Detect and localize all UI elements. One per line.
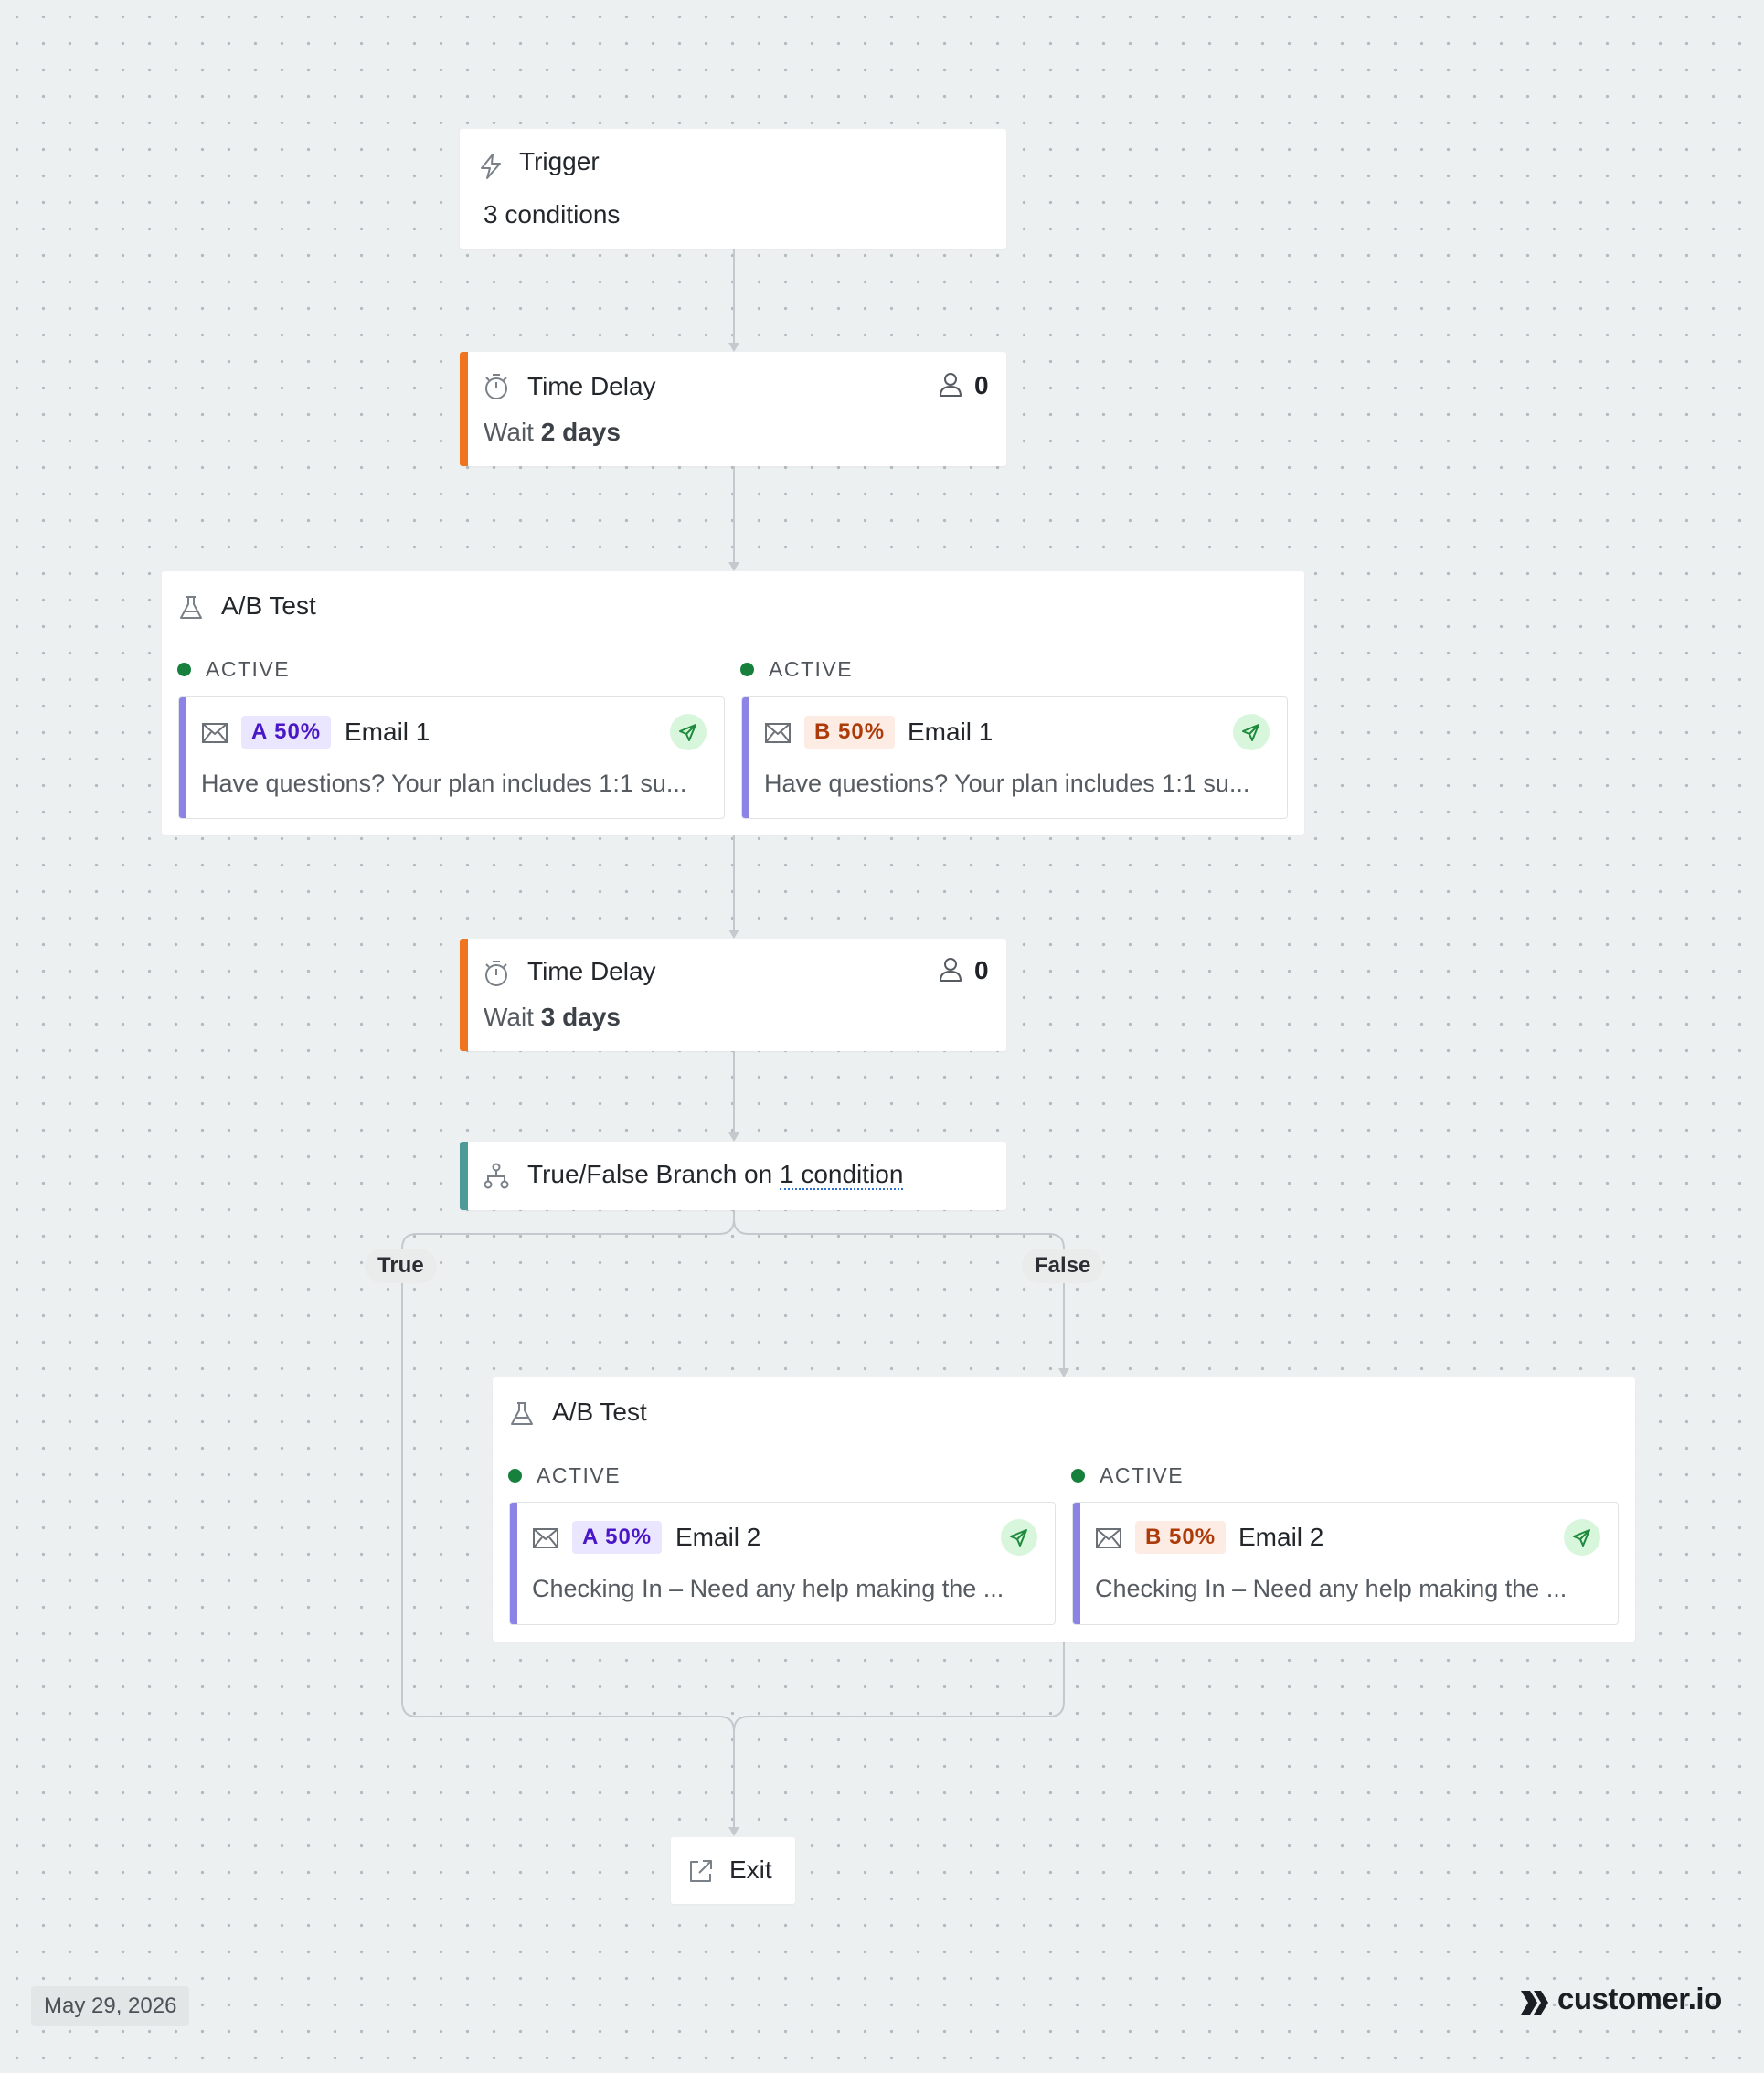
variant-badge-b: B 50% (1135, 1521, 1227, 1554)
time-delay-node[interactable]: Time Delay 0 Wait 3 days (460, 939, 1006, 1051)
person-icon (940, 958, 962, 982)
flask-icon (180, 596, 202, 619)
send-icon[interactable] (670, 714, 707, 750)
active-status-dot (508, 1469, 522, 1483)
variant-status: ACTIVE (206, 657, 291, 681)
variant-email-name: Email 1 (908, 718, 994, 746)
time-delay-title: Time Delay (527, 372, 656, 400)
customerio-logo-icon (1521, 1991, 1548, 2015)
variant-preview: Checking In – Need any help making the .… (1095, 1575, 1567, 1602)
wait-value: 3 days (540, 1003, 621, 1031)
active-status-dot (177, 663, 191, 676)
variant-preview: Checking In – Need any help making the .… (532, 1575, 1004, 1602)
ab-test-title: A/B Test (221, 591, 316, 620)
envelope-icon (202, 723, 228, 743)
variant-badge-b: B 50% (804, 716, 896, 749)
variant-card-b[interactable]: B 50% Email 1 Have questions? Your plan … (741, 696, 1288, 819)
envelope-icon (1096, 1528, 1121, 1548)
send-icon[interactable] (1564, 1519, 1600, 1556)
trigger-node[interactable]: Trigger 3 conditions (460, 129, 1006, 249)
branch-icon (484, 1163, 509, 1189)
variant-status: ACTIVE (769, 657, 854, 681)
variant-card-a[interactable]: A 50% Email 1 Have questions? Your plan … (178, 696, 725, 819)
variant-email-name: Email 2 (1238, 1523, 1324, 1551)
active-status-dot (1071, 1469, 1085, 1483)
variant-card-b[interactable]: B 50% Email 2 Checking In – Need any hel… (1072, 1502, 1619, 1625)
branch-title-group: True/False Branch on 1 condition (527, 1160, 904, 1190)
variant-badge-a: A 50% (572, 1521, 663, 1554)
wait-duration: Wait 3 days (484, 1003, 621, 1032)
variant-preview: Have questions? Your plan includes 1:1 s… (201, 770, 687, 797)
variant-card-a[interactable]: A 50% Email 2 Checking In – Need any hel… (509, 1502, 1056, 1625)
true-branch-label: True (365, 1249, 437, 1283)
time-delay-title: Time Delay (527, 957, 656, 985)
active-status-dot (740, 663, 754, 676)
branch-title: True/False Branch on (527, 1160, 773, 1188)
ab-test-title: A/B Test (552, 1398, 647, 1426)
person-icon (940, 373, 962, 397)
footer-date: May 29, 2026 (31, 1986, 190, 2026)
stopwatch-icon (485, 961, 507, 986)
time-delay-node[interactable]: Time Delay 0 Wait 2 days (460, 352, 1006, 466)
people-count: 0 (974, 956, 989, 984)
stopwatch-icon (485, 374, 507, 399)
trigger-title: Trigger (519, 147, 600, 175)
variant-status: ACTIVE (537, 1463, 622, 1487)
variant-preview: Have questions? Your plan includes 1:1 s… (764, 770, 1250, 797)
true-false-branch-node[interactable]: True/False Branch on 1 condition (460, 1142, 1006, 1210)
exit-title: Exit (729, 1855, 772, 1884)
ab-test-node[interactable]: A/B Test ACTIVE A 50% Email 1 Have quest… (162, 571, 1304, 835)
brand-name: customer.io (1557, 1982, 1722, 2015)
variant-status: ACTIVE (1100, 1463, 1185, 1487)
ab-test-node[interactable]: A/B Test ACTIVE A 50% Email 2 Checking I… (493, 1377, 1635, 1642)
wait-prefix: Wait (484, 418, 534, 446)
send-icon[interactable] (1233, 714, 1270, 750)
trigger-conditions: 3 conditions (484, 200, 621, 229)
exit-node[interactable]: Exit (671, 1837, 795, 1904)
customerio-logo: customer.io (1519, 1982, 1738, 2029)
lightning-icon (481, 154, 501, 179)
send-icon[interactable] (1001, 1519, 1037, 1556)
false-branch-label: False (1022, 1249, 1104, 1283)
branch-condition-link[interactable]: 1 condition (779, 1160, 904, 1190)
wait-duration: Wait 2 days (484, 418, 621, 447)
wait-value: 2 days (540, 418, 621, 446)
flask-icon (511, 1402, 533, 1425)
variant-email-name: Email 1 (345, 718, 430, 746)
envelope-icon (765, 723, 791, 743)
variant-email-name: Email 2 (675, 1523, 761, 1551)
variant-badge-a: A 50% (241, 716, 332, 749)
people-count: 0 (974, 371, 989, 399)
envelope-icon (533, 1528, 558, 1548)
external-link-icon (690, 1860, 712, 1882)
wait-prefix: Wait (484, 1003, 534, 1031)
